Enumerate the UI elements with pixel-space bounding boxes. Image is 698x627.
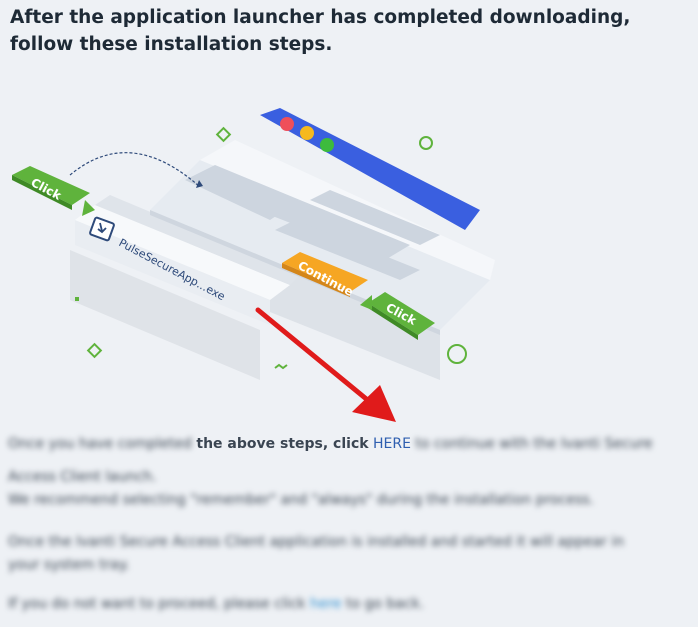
instruction-lead: Once you have completed: [8, 436, 192, 452]
decor-zigzag: [274, 363, 288, 370]
page-heading: After the application launcher has compl…: [10, 7, 631, 55]
decor-circle-1: [419, 136, 433, 150]
instruction-tail: to continue with the Ivanti Secure: [415, 436, 653, 452]
decor-diamond-2: [86, 342, 103, 359]
instruction-line-1: Once you have completed the above steps,…: [8, 432, 692, 456]
connector-arrow: [69, 152, 201, 188]
installation-illustration: PulseSecureApp...exe Continue Click Clic…: [12, 108, 495, 422]
instruction-bold: the above steps, click: [196, 436, 369, 452]
instruction-line-5: your system tray.: [8, 557, 130, 573]
instruction-line-6: If you do not want to proceed, please cl…: [8, 592, 692, 616]
decor-diamond-1: [215, 126, 232, 143]
file-window: [75, 195, 300, 325]
connector-arrowhead: [196, 180, 203, 188]
window-dot-green: [320, 138, 334, 152]
go-back-link[interactable]: here: [309, 596, 342, 612]
instruction-line-3: We recommend selecting "remember" and "a…: [8, 492, 594, 508]
click-tag-1: [12, 166, 95, 216]
red-pointer-arrow: [255, 307, 396, 422]
file-icon: [89, 216, 115, 242]
instruction-line-4: Once the Ivanti Secure Access Client app…: [8, 534, 625, 550]
here-link[interactable]: HERE: [373, 436, 411, 452]
decor-dot: [75, 297, 79, 301]
decor-circle-2: [447, 344, 467, 364]
instruction-line-2: Access Client launch.: [8, 469, 157, 485]
window-dot-yellow: [300, 126, 314, 140]
go-back-text-before: If you do not want to proceed, please cl…: [8, 596, 306, 612]
click-tag-2: [360, 292, 435, 340]
browser-window: [150, 108, 495, 335]
window-dot-red: [280, 117, 294, 131]
go-back-text-after: to go back.: [346, 596, 425, 612]
file-shadow: [70, 250, 260, 380]
continue-button: [282, 252, 368, 297]
